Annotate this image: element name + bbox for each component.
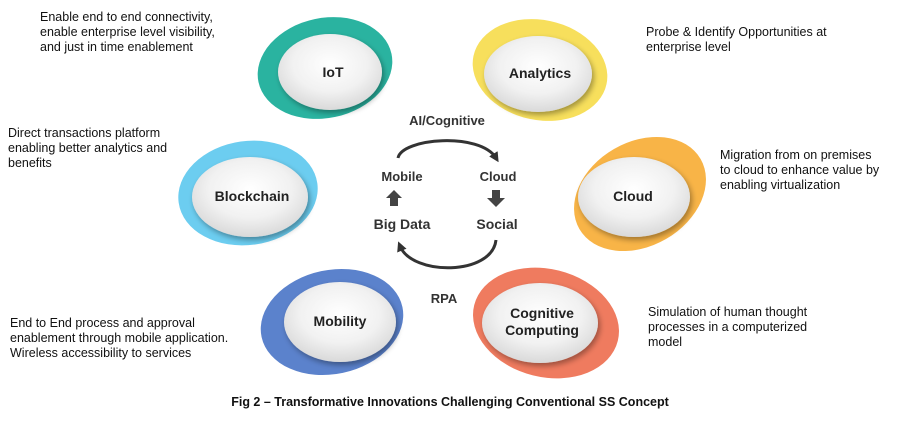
desc-cognitive: Simulation of human thought processes in… — [648, 305, 808, 349]
center-mobile-label: Mobile — [381, 169, 422, 184]
node-cloud: Cloud — [574, 136, 706, 252]
figure-caption: Fig 2 – Transformative Innovations Chall… — [231, 395, 669, 409]
arrow-up-icon — [386, 190, 402, 206]
node-cognitive-computing: Cognitive Computing — [473, 267, 619, 379]
arrow-down-icon — [487, 190, 505, 207]
center-top-label: AI/Cognitive — [409, 113, 485, 128]
node-cloud-label: Cloud — [613, 188, 653, 204]
node-cognitive-disc — [482, 283, 598, 363]
node-blockchain: Blockchain — [178, 140, 318, 246]
node-blockchain-label: Blockchain — [215, 188, 290, 204]
arrow-bottom-curve-icon — [397, 239, 498, 270]
node-mobility: Mobility — [260, 268, 404, 376]
desc-cloud: Migration from on premises to cloud to e… — [720, 148, 880, 192]
desc-mobility: End to End process and approval enableme… — [10, 316, 229, 360]
desc-analytics: Probe & Identify Opportunities at enterp… — [646, 25, 827, 54]
node-analytics-disc — [484, 36, 592, 112]
desc-blockchain: Direct transactions platform enabling be… — [8, 126, 168, 170]
node-iot: IoT — [257, 17, 393, 119]
node-analytics: Analytics — [472, 19, 608, 121]
node-analytics-label: Analytics — [509, 65, 571, 81]
node-cognitive-label-line-2: Computing — [505, 322, 579, 338]
center-social-label: Social — [476, 216, 517, 232]
center-bigdata-label: Big Data — [374, 216, 431, 232]
node-cognitive-label-line-1: Cognitive — [510, 305, 574, 321]
center-cycle: AI/Cognitive Mobile Cloud Big Data Socia… — [374, 113, 518, 306]
center-bottom-label: RPA — [431, 291, 458, 306]
center-cloud-label: Cloud — [480, 169, 517, 184]
node-cloud-disc — [578, 157, 690, 237]
desc-iot: Enable end to end connectivity, enable e… — [40, 10, 215, 54]
arrow-top-curve-icon — [396, 139, 499, 163]
node-iot-disc — [278, 34, 382, 110]
node-mobility-disc — [284, 282, 396, 362]
node-blockchain-disc — [192, 157, 308, 237]
node-mobility-label: Mobility — [314, 313, 367, 329]
node-iot-label: IoT — [323, 64, 344, 80]
